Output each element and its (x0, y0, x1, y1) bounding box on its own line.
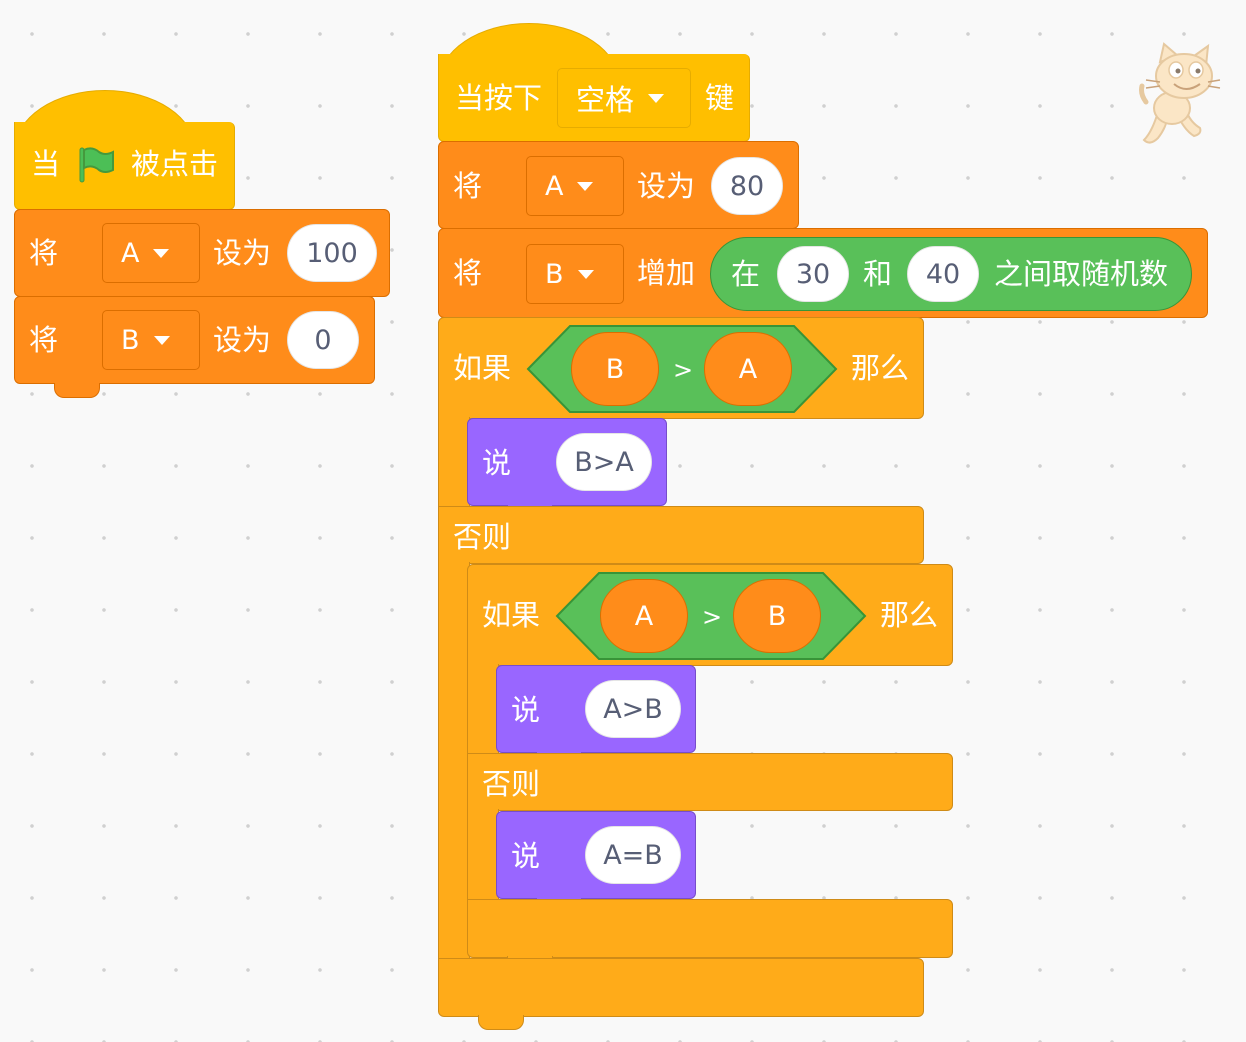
random-to-input[interactable]: 40 (907, 246, 979, 302)
c-arm (438, 562, 470, 962)
else-label: 否则 (453, 520, 512, 554)
pick-random-reporter[interactable]: 在 30 和 40 之间取随机数 (710, 237, 1192, 311)
c-arm (467, 664, 499, 756)
block-notch (54, 383, 100, 398)
set-variable-a-block[interactable]: 将 A 设为 100 (14, 209, 390, 297)
caret-down-icon (577, 181, 594, 191)
variable-a-reporter[interactable]: A (600, 579, 688, 653)
if-else-block-inner[interactable]: 如果 A > B 那么 (467, 564, 953, 666)
say-label: 说 (511, 693, 541, 727)
caret-down-icon (153, 248, 170, 258)
value-input[interactable]: 80 (711, 157, 783, 215)
value-input[interactable]: 100 (287, 224, 377, 282)
variable-name: B (545, 258, 564, 290)
say-label: 说 (511, 839, 541, 873)
outer-if-bottom (438, 958, 924, 1017)
set-variable-a-block[interactable]: 将 A 设为 80 (438, 141, 799, 229)
if-label: 如果 (453, 351, 512, 385)
variable-dropdown[interactable]: B (526, 244, 624, 304)
if-else-block-outer[interactable]: 如果 B > A 那么 (438, 317, 924, 419)
variable-name: B (121, 324, 140, 356)
caret-down-icon (577, 269, 594, 279)
set-to-label: 设为 (637, 169, 696, 203)
and-label: 和 (863, 257, 893, 291)
value-input[interactable]: 0 (287, 311, 359, 369)
c-arm (438, 417, 470, 509)
else-row: 否则 (438, 506, 924, 564)
variable-dropdown[interactable]: A (102, 223, 200, 283)
scratch-cat-icon (1139, 42, 1221, 144)
variable-name: A (545, 170, 564, 202)
variable-b-reporter[interactable]: B (733, 579, 821, 653)
else-row: 否则 (467, 753, 953, 811)
set-verb-label: 将 (29, 323, 59, 357)
variable-a-reporter[interactable]: A (704, 332, 792, 406)
when-label: 当 (31, 147, 61, 181)
when-key-pressed-block[interactable]: 当按下 空格 键 (438, 54, 750, 142)
set-variable-b-block[interactable]: 将 B 设为 0 (14, 296, 375, 384)
variable-dropdown[interactable]: B (102, 310, 200, 370)
set-verb-label: 将 (453, 169, 483, 203)
clicked-label: 被点击 (131, 147, 219, 181)
key-name: 空格 (576, 83, 635, 117)
key-dropdown[interactable]: 空格 (557, 68, 691, 128)
random-from-input[interactable]: 30 (777, 246, 849, 302)
variable-b-reporter[interactable]: B (571, 332, 659, 406)
greater-than-operator: > (673, 356, 694, 384)
when-flag-clicked-block[interactable]: 当 被点击 (14, 122, 235, 210)
set-verb-label: 将 (29, 236, 59, 270)
say-block[interactable]: 说 B>A (467, 418, 667, 506)
change-verb-label: 将 (453, 256, 483, 290)
when-key-label: 当按下 (455, 81, 543, 115)
variable-dropdown[interactable]: A (526, 156, 624, 216)
green-flag-icon (79, 147, 114, 183)
say-block[interactable]: 说 A=B (496, 811, 696, 899)
set-to-label: 设为 (213, 323, 272, 357)
greater-than-operator: > (702, 603, 723, 631)
random-in-label: 在 (731, 257, 761, 291)
block-notch (478, 1015, 524, 1030)
say-label: 说 (482, 446, 512, 480)
then-label: 那么 (851, 351, 910, 385)
caret-down-icon (648, 93, 665, 103)
say-block[interactable]: 说 A>B (496, 665, 696, 753)
say-text-input[interactable]: B>A (556, 433, 652, 491)
caret-down-icon (153, 335, 170, 345)
random-suffix-label: 之间取随机数 (994, 257, 1169, 291)
then-label: 那么 (880, 598, 939, 632)
c-arm (467, 809, 499, 901)
if-label: 如果 (482, 598, 541, 632)
change-variable-b-block[interactable]: 将 B 增加 在 30 和 40 之间取随机数 (438, 228, 1208, 318)
say-text-input[interactable]: A=B (585, 826, 681, 884)
set-to-label: 设为 (213, 236, 272, 270)
say-text-input[interactable]: A>B (585, 680, 681, 738)
key-suffix-label: 键 (705, 81, 735, 115)
inner-if-bottom (467, 899, 953, 958)
change-by-label: 增加 (637, 256, 696, 290)
else-label: 否则 (482, 767, 541, 801)
variable-name: A (121, 237, 140, 269)
